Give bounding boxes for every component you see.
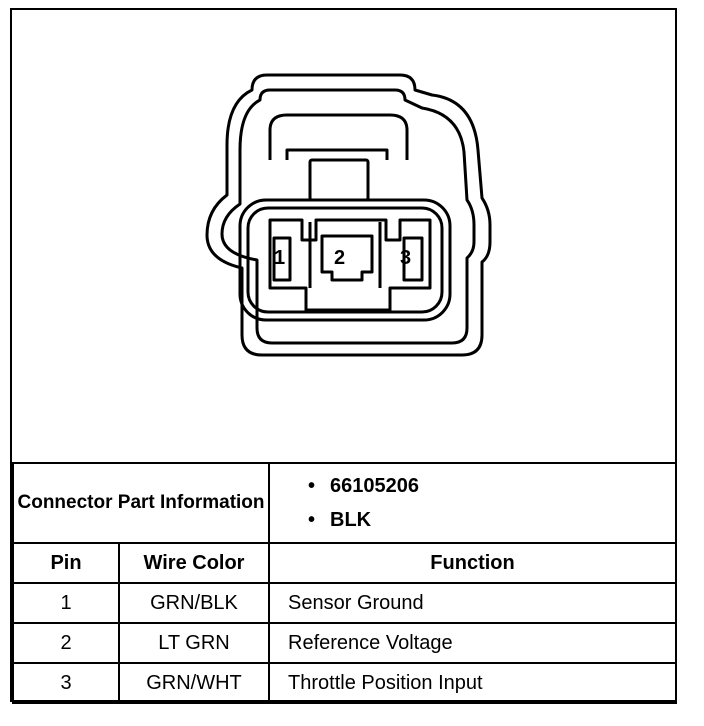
- function-cell: Sensor Ground: [268, 582, 678, 624]
- connector-face-drawing: 1 2 3: [205, 73, 492, 357]
- column-header-wire-color: Wire Color: [117, 542, 271, 584]
- table-row: 1 GRN/BLK Sensor Ground: [12, 582, 678, 624]
- table-row: 2 LT GRN Reference Voltage: [12, 622, 678, 664]
- cavity-inner: [246, 206, 444, 314]
- connector-info-table: Connector Part Information • 66105206 • BL…: [11, 462, 678, 704]
- wire-color-cell: LT GRN: [117, 622, 271, 664]
- connector-part-details: • 66105206 • BLK: [268, 462, 678, 544]
- table-row: 3 GRN/WHT Throttle Position Input: [12, 662, 678, 704]
- color-line: • BLK: [308, 503, 675, 537]
- pin-cell: 3: [12, 662, 120, 704]
- part-number: 66105206: [330, 475, 419, 497]
- pin-label-1: 1: [274, 247, 285, 269]
- terminal-3-well: [402, 236, 424, 282]
- latch-tab: [285, 148, 389, 160]
- connector-color: BLK: [330, 509, 372, 531]
- bullet: •: [308, 509, 316, 531]
- column-header-function: Function: [268, 542, 678, 584]
- pin-cell: 1: [12, 582, 120, 624]
- locking-latch: [268, 113, 409, 160]
- pin-label-3: 3: [400, 247, 411, 269]
- function-cell: Reference Voltage: [268, 622, 678, 664]
- diagram-frame: 1 2 3 Connector Part Information • 661052…: [10, 8, 678, 704]
- connector-diagram: 1 2 3: [12, 10, 675, 460]
- function-cell: Throttle Position Input: [268, 662, 678, 704]
- cavity-outer: [238, 198, 452, 322]
- connector-part-info-label: Connector Part Information: [11, 462, 271, 544]
- pin-cell: 2: [12, 622, 120, 664]
- connector-outer-shell: [205, 73, 492, 357]
- pin-label-2: 2: [334, 247, 345, 269]
- terminal-1-well: [272, 236, 292, 282]
- bullet: •: [308, 475, 316, 497]
- latch-center: [308, 158, 370, 202]
- wire-color-cell: GRN/WHT: [117, 662, 271, 704]
- wire-color-cell: GRN/BLK: [117, 582, 271, 624]
- part-number-line: • 66105206: [308, 469, 675, 503]
- column-header-pin: Pin: [12, 542, 120, 584]
- terminal-2-well: [320, 234, 374, 282]
- connector-inner-shell: [220, 88, 476, 345]
